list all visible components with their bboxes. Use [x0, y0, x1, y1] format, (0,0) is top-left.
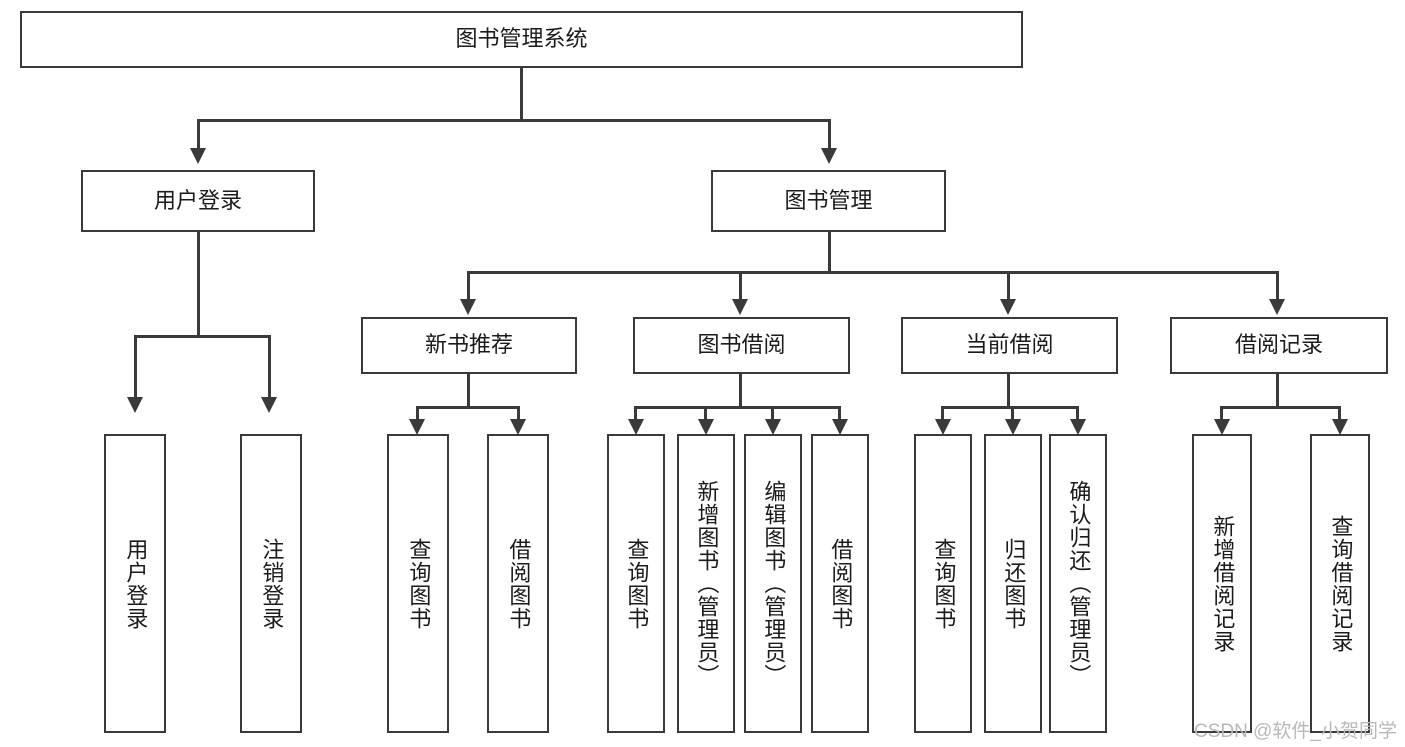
connector-bookborrow-stem — [739, 374, 742, 408]
connector-bookborrow-bus — [634, 406, 841, 409]
connector-currentborrow-drop-3 — [1076, 406, 1079, 420]
arrow-leaf-query-book-1 — [409, 419, 425, 435]
leaf-borrow-book-borrow[interactable]: 借阅图书 — [811, 434, 869, 733]
arrow-leaf-add-record — [1214, 419, 1230, 435]
arrow-to-current-borrow — [1000, 299, 1016, 315]
arrow-to-userlogin — [190, 148, 206, 164]
connector-root-bus — [197, 119, 831, 122]
connector-root-to-userlogin — [197, 119, 200, 149]
csdn-watermark: CSDN @软件_小贺同学 — [1194, 721, 1397, 742]
connector-bookmgmt-drop-2 — [739, 271, 742, 300]
node-book-borrow[interactable]: 图书借阅 — [633, 317, 850, 374]
connector-currentborrow-drop-2 — [1011, 406, 1014, 420]
node-label: 新增图书（管理员） — [694, 480, 720, 687]
connector-root-to-bookmgmt — [828, 119, 831, 149]
node-root-system[interactable]: 图书管理系统 — [20, 11, 1023, 68]
leaf-query-book-borrow[interactable]: 查询图书 — [607, 434, 665, 733]
connector-borrowrecord-drop-2 — [1338, 406, 1341, 420]
node-label: 用户登录 — [153, 187, 242, 213]
node-label: 查询图书 — [931, 537, 957, 630]
leaf-edit-book-admin[interactable]: 编辑图书（管理员） — [744, 434, 802, 733]
leaf-confirm-return-admin[interactable]: 确认归还（管理员） — [1049, 434, 1107, 733]
node-label: 注销登录 — [259, 537, 285, 630]
arrow-to-bookmgmt — [821, 148, 837, 164]
connector-newbook-stem — [467, 374, 470, 408]
node-user-login[interactable]: 用户登录 — [81, 170, 315, 232]
leaf-query-book-newbook[interactable]: 查询图书 — [387, 434, 449, 733]
connector-bookmgmt-drop-1 — [467, 271, 470, 300]
node-label: 新书推荐 — [424, 332, 513, 358]
arrow-leaf-query-book-3 — [935, 419, 951, 435]
connector-bookmgmt-bus — [467, 271, 1279, 274]
connector-bookborrow-drop-2 — [704, 406, 707, 420]
node-label: 归还图书 — [1001, 537, 1027, 630]
connector-currentborrow-bus — [941, 406, 1078, 409]
connector-newbook-bus — [416, 406, 520, 409]
arrow-leaf-return-book — [1005, 419, 1021, 435]
connector-newbook-drop-2 — [517, 406, 520, 420]
arrow-to-new-book-recommend — [460, 299, 476, 315]
connector-borrowrecord-drop-1 — [1220, 406, 1223, 420]
node-label: 编辑图书（管理员） — [761, 480, 787, 687]
connector-currentborrow-drop-1 — [941, 406, 944, 420]
connector-borrowrecord-bus — [1220, 406, 1340, 409]
node-label: 查询借阅记录 — [1328, 514, 1354, 653]
arrow-leaf-query-record — [1332, 419, 1348, 435]
arrow-leaf-borrow-book-2 — [832, 419, 848, 435]
node-label: 借阅图书 — [828, 537, 854, 630]
node-label: 图书管理 — [784, 187, 873, 213]
node-label: 确认归还（管理员） — [1066, 480, 1092, 687]
leaf-return-book[interactable]: 归还图书 — [984, 434, 1042, 733]
arrow-leaf-confirm-return — [1070, 419, 1086, 435]
connector-userlogin-stem — [197, 232, 200, 337]
node-book-management[interactable]: 图书管理 — [711, 170, 946, 232]
connector-borrowrecord-stem — [1276, 374, 1279, 408]
arrow-leaf-edit-book — [765, 419, 781, 435]
connector-currentborrow-stem — [1007, 374, 1010, 408]
connector-bookborrow-drop-3 — [771, 406, 774, 420]
node-label: 图书借阅 — [697, 332, 786, 358]
leaf-add-borrow-record[interactable]: 新增借阅记录 — [1192, 434, 1252, 733]
node-borrow-record[interactable]: 借阅记录 — [1170, 317, 1388, 374]
leaf-logout[interactable]: 注销登录 — [240, 434, 302, 733]
connector-bookborrow-drop-4 — [838, 406, 841, 420]
leaf-query-borrow-record[interactable]: 查询借阅记录 — [1310, 434, 1370, 733]
node-label: 查询图书 — [406, 537, 432, 630]
arrow-leaf-user-login — [127, 397, 143, 413]
connector-newbook-drop-1 — [416, 406, 419, 420]
node-label: 新增借阅记录 — [1210, 514, 1236, 653]
arrow-leaf-borrow-book-1 — [510, 419, 526, 435]
connector-userlogin-bus — [134, 335, 271, 338]
connector-root-stem — [520, 68, 523, 121]
node-label: 查询图书 — [624, 537, 650, 630]
arrow-leaf-query-book-2 — [628, 419, 644, 435]
node-label: 用户登录 — [123, 537, 149, 630]
connector-bookmgmt-drop-3 — [1007, 271, 1010, 300]
node-label: 图书管理系统 — [455, 26, 588, 52]
connector-bookmgmt-stem — [828, 232, 831, 273]
arrow-leaf-logout — [261, 397, 277, 413]
node-label: 借阅记录 — [1234, 332, 1323, 358]
arrow-leaf-add-book — [698, 419, 714, 435]
connector-userlogin-drop-1 — [134, 335, 137, 398]
node-new-book-recommend[interactable]: 新书推荐 — [361, 317, 577, 374]
arrow-to-book-borrow — [732, 299, 748, 315]
connector-userlogin-drop-2 — [268, 335, 271, 398]
node-label: 借阅图书 — [506, 537, 532, 630]
node-current-borrow[interactable]: 当前借阅 — [901, 317, 1118, 374]
arrow-to-borrow-record — [1269, 299, 1285, 315]
leaf-query-book-current[interactable]: 查询图书 — [914, 434, 972, 733]
connector-bookmgmt-drop-4 — [1276, 271, 1279, 300]
leaf-add-book-admin[interactable]: 新增图书（管理员） — [677, 434, 735, 733]
leaf-borrow-book-newbook[interactable]: 借阅图书 — [487, 434, 549, 733]
leaf-user-login[interactable]: 用户登录 — [104, 434, 166, 733]
connector-bookborrow-drop-1 — [634, 406, 637, 420]
node-label: 当前借阅 — [965, 332, 1054, 358]
